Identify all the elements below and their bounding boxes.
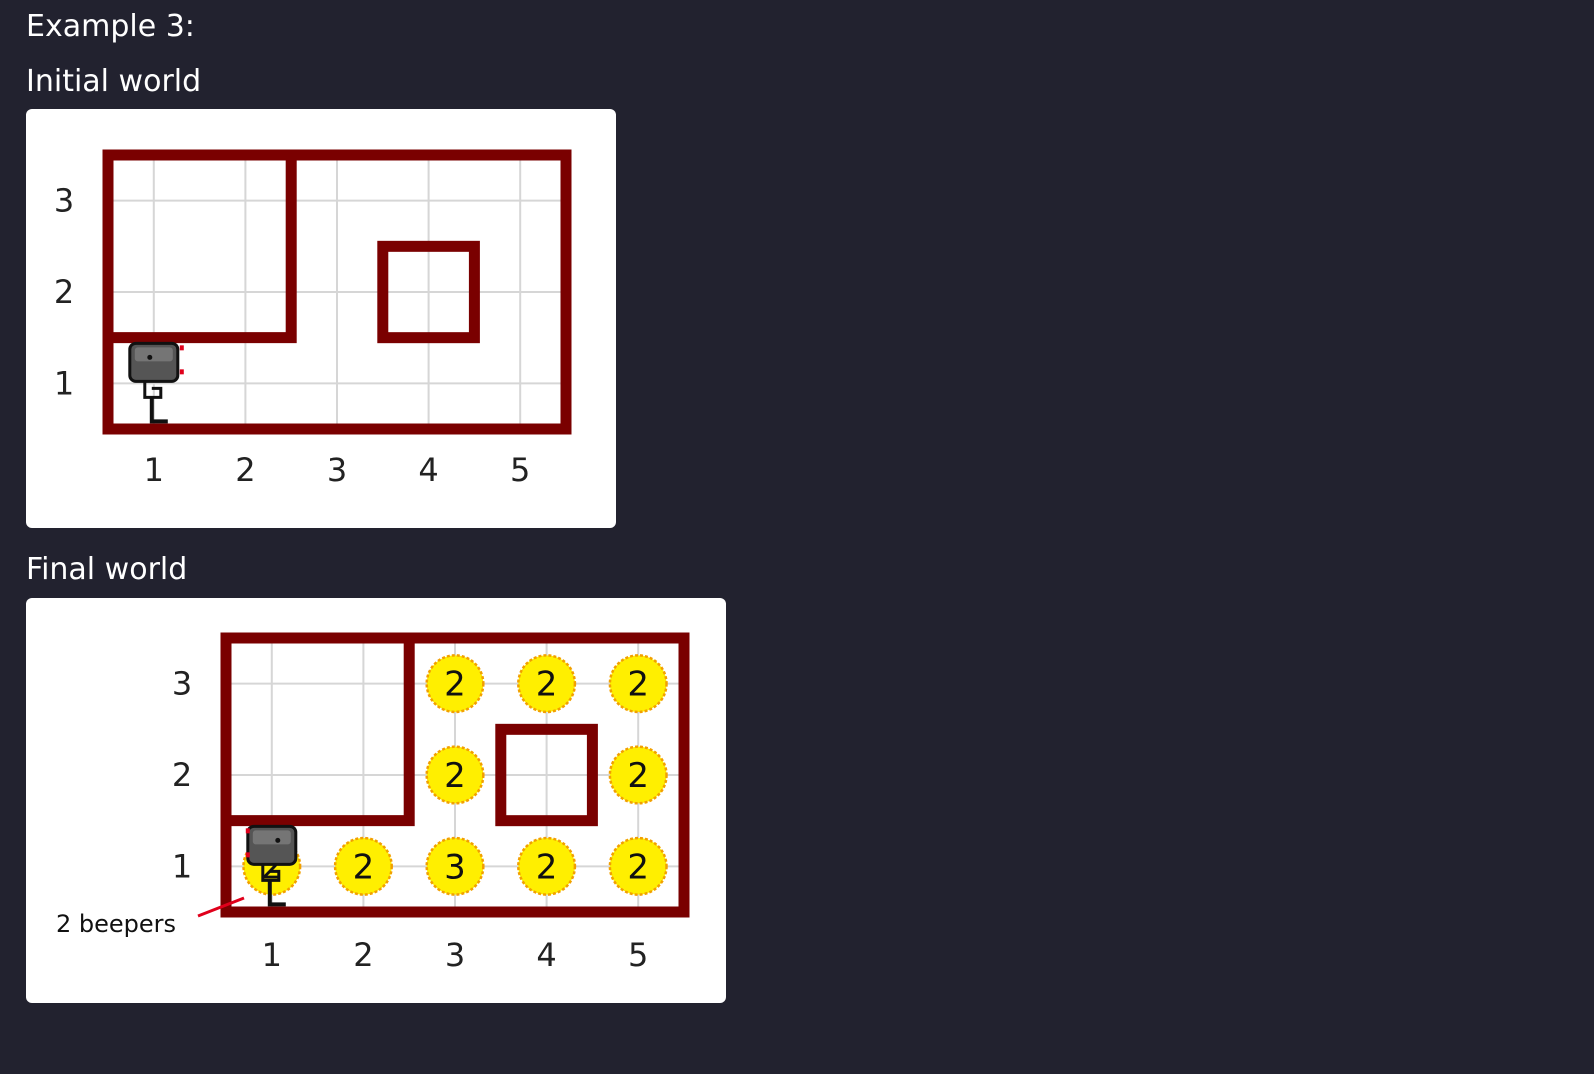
final-beeper: 2 bbox=[608, 745, 668, 805]
initial-gridlines bbox=[108, 155, 566, 429]
initial-y-axis-label: 2 bbox=[54, 273, 74, 311]
final-x-axis-label: 2 bbox=[353, 936, 373, 974]
final-y-axis-label: 3 bbox=[172, 665, 192, 703]
initial-x-axis-label: 1 bbox=[144, 451, 164, 489]
final-beeper-circle bbox=[608, 654, 668, 714]
final-beeper-circle bbox=[608, 836, 668, 896]
initial-world-grid: 1 2 3 4 5 1 2 3 bbox=[54, 149, 572, 489]
final-y-axis-label: 1 bbox=[172, 847, 192, 885]
final-beeper: 2 bbox=[608, 836, 668, 896]
final-beeper-count: 2 bbox=[353, 847, 375, 887]
initial-y-axis-label: 3 bbox=[54, 182, 74, 220]
example-title: Example 3: bbox=[26, 9, 195, 44]
final-robot-highlight bbox=[252, 830, 291, 845]
final-y-axis-label: 2 bbox=[172, 756, 192, 794]
initial-world-heading: Initial world bbox=[26, 64, 202, 99]
final-x-axis-label: 5 bbox=[628, 936, 648, 974]
final-beeper-circle bbox=[425, 836, 485, 896]
final-x-axis-label: 4 bbox=[536, 936, 556, 974]
initial-y-axis-label: 1 bbox=[54, 364, 74, 402]
initial-robot-torso bbox=[143, 381, 163, 399]
final-x-axis-label: 1 bbox=[262, 936, 282, 974]
final-beeper-circle bbox=[608, 745, 668, 805]
final-beeper-count: 2 bbox=[536, 665, 558, 705]
initial-walls bbox=[102, 149, 572, 435]
initial-world-card: 1 2 3 4 5 1 2 3 bbox=[26, 109, 616, 528]
final-robot-indicator-top bbox=[245, 828, 250, 834]
final-inner-box-wall bbox=[495, 723, 598, 827]
final-beeper-count: 2 bbox=[627, 756, 649, 796]
final-robot-torso bbox=[261, 864, 281, 882]
initial-robot-highlight bbox=[134, 347, 173, 362]
final-beeper: 2 bbox=[425, 654, 485, 714]
final-beeper-count: 2 bbox=[536, 847, 558, 887]
final-x-axis-label: 3 bbox=[445, 936, 465, 974]
initial-robot-indicator-top bbox=[179, 345, 184, 351]
final-beeper-count: 2 bbox=[444, 665, 466, 705]
final-beeper-count: 3 bbox=[444, 847, 466, 887]
final-beeper-circle bbox=[425, 745, 485, 805]
initial-robot-indicator-bottom bbox=[179, 369, 184, 375]
final-beeper: 3 bbox=[425, 836, 485, 896]
initial-top-left-room-wall bbox=[102, 149, 297, 344]
initial-robot bbox=[128, 341, 184, 424]
final-world-heading: Final world bbox=[26, 552, 188, 587]
final-callout-label: 2 beepers bbox=[56, 910, 176, 938]
final-beeper: 2 bbox=[333, 836, 393, 896]
initial-x-axis-label: 2 bbox=[235, 451, 255, 489]
initial-x-axis-label: 5 bbox=[510, 451, 530, 489]
final-beeper-circle bbox=[517, 654, 577, 714]
final-outer-wall bbox=[220, 632, 690, 918]
final-beeper: 2 bbox=[608, 654, 668, 714]
final-beeper-circle bbox=[517, 836, 577, 896]
final-walls bbox=[220, 632, 690, 918]
initial-x-axis-label: 3 bbox=[327, 451, 347, 489]
final-top-left-room-wall bbox=[220, 632, 415, 827]
final-robot-indicator-bottom bbox=[245, 852, 250, 858]
final-beeper-count: 2 bbox=[444, 756, 466, 796]
initial-robot-leg bbox=[149, 397, 168, 424]
final-callout-line bbox=[197, 896, 245, 918]
initial-outer-wall bbox=[102, 149, 572, 435]
final-beeper-circle bbox=[425, 654, 485, 714]
final-beeper-circle bbox=[333, 836, 393, 896]
final-beeper-count: 2 bbox=[627, 665, 649, 705]
initial-inner-box-wall bbox=[377, 240, 480, 344]
final-beeper-count: 2 bbox=[627, 847, 649, 887]
final-robot bbox=[245, 824, 298, 907]
final-beeper: 2 bbox=[517, 836, 577, 896]
final-robot-eye bbox=[275, 837, 281, 843]
final-beeper: 2 bbox=[517, 654, 577, 714]
initial-x-axis-label: 4 bbox=[418, 451, 438, 489]
final-robot-leg bbox=[267, 880, 286, 907]
final-beeper: 2 bbox=[425, 745, 485, 805]
initial-robot-eye bbox=[147, 354, 153, 360]
